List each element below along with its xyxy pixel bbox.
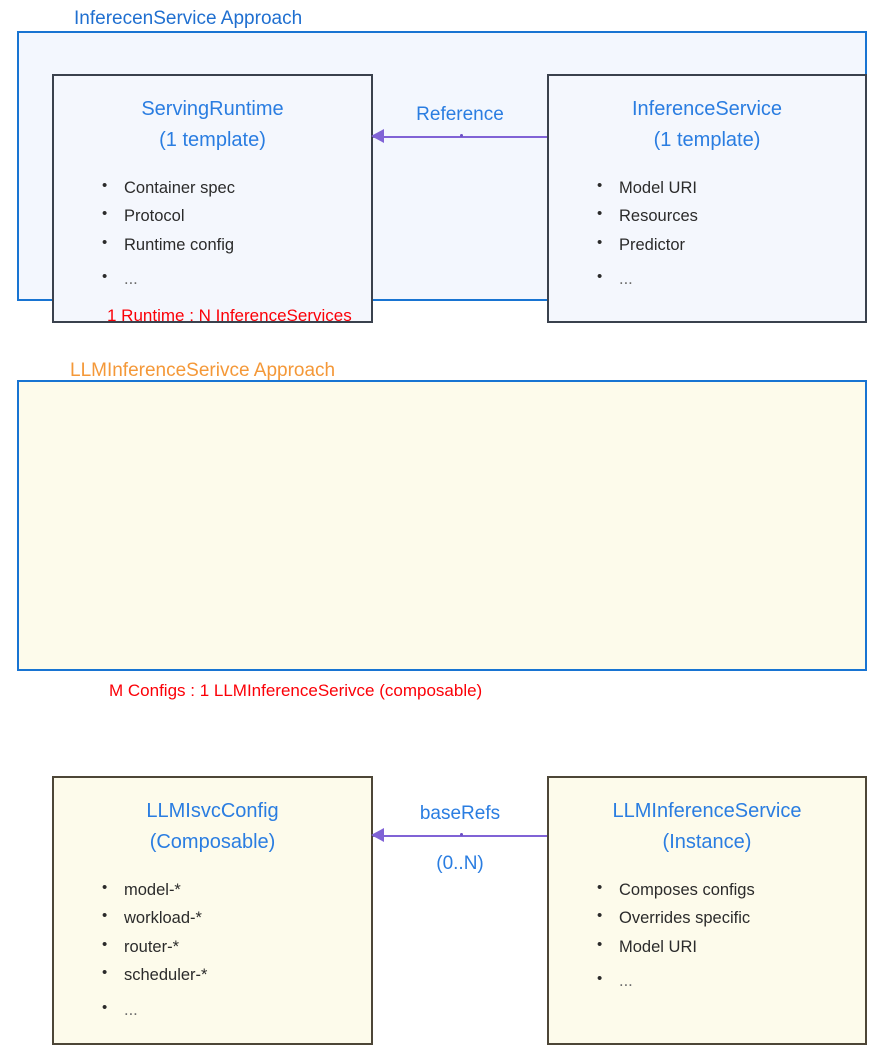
- llmisvcconfig-title: LLMIsvcConfig: [146, 800, 279, 822]
- list-item: Protocol: [100, 201, 371, 230]
- inferenceservice-heading: InferenceService (1 template): [549, 76, 865, 156]
- reference-label: Reference: [416, 104, 504, 125]
- llmisvcconfig-subtitle: (Composable): [149, 831, 276, 853]
- bottom-section-title: LLMInferenceSerivce Approach: [70, 360, 336, 381]
- inferenceservice-feature-list: Model URI Resources Predictor ...: [549, 156, 865, 294]
- list-item: ...: [595, 259, 865, 293]
- llminferenceservice-feature-list: Composes configs Overrides specific Mode…: [549, 858, 865, 996]
- reference-connector: Reference: [371, 93, 547, 153]
- inferenceservice-title: InferenceService: [631, 98, 783, 120]
- architecture-comparison-diagram: InferecenService Approach ServingRuntime…: [0, 0, 884, 711]
- llmisvcconfig-feature-list: model-* workload-* router-* scheduler-* …: [54, 858, 371, 1024]
- baserefs-connector: baseRefs (0..N): [371, 792, 547, 873]
- list-item: ...: [100, 259, 371, 293]
- list-item: Resources: [595, 201, 865, 230]
- list-item: workload-*: [100, 903, 371, 932]
- list-item: Predictor: [595, 230, 865, 259]
- list-item: Overrides specific: [595, 903, 865, 932]
- llminferenceservice-entity-box: LLMInferenceService (Instance) Composes …: [547, 776, 867, 1045]
- llminferenceservice-heading: LLMInferenceService (Instance): [549, 778, 865, 858]
- left-arrow-icon: [371, 129, 384, 143]
- list-item: Model URI: [595, 932, 865, 961]
- inferenceservice-approach-panel: ServingRuntime (1 template) Container sp…: [17, 31, 867, 323]
- inferenceservice-subtitle: (1 template): [653, 129, 761, 151]
- inferenceservice-entity-box: InferenceService (1 template) Model URI …: [547, 74, 867, 323]
- list-item: ...: [100, 990, 371, 1024]
- top-section-title: InferecenService Approach: [74, 8, 303, 29]
- llmisvcconfig-heading: LLMIsvcConfig (Composable): [54, 778, 371, 858]
- llminferenceservice-title: LLMInferenceService: [612, 800, 802, 822]
- servingruntime-subtitle: (1 template): [159, 129, 266, 151]
- servingruntime-feature-list: Container spec Protocol Runtime config .…: [54, 156, 371, 294]
- list-item: model-*: [100, 875, 371, 904]
- llmisvcconfig-entity-box: LLMIsvcConfig (Composable) model-* workl…: [52, 776, 373, 1045]
- list-item: ...: [595, 961, 865, 995]
- list-item: Composes configs: [595, 875, 865, 904]
- servingruntime-heading: ServingRuntime (1 template): [54, 76, 371, 156]
- baserefs-label: baseRefs: [419, 803, 501, 824]
- connector-midpoint-dot: [460, 833, 463, 836]
- connector-midpoint-dot: [460, 134, 463, 137]
- baserefs-cardinality: (0..N): [436, 853, 484, 874]
- left-arrow-icon: [371, 828, 384, 842]
- servingruntime-entity-box: ServingRuntime (1 template) Container sp…: [52, 74, 373, 323]
- llminferenceservice-subtitle: (Instance): [662, 831, 752, 853]
- list-item: router-*: [100, 932, 371, 961]
- connector-line: [373, 136, 547, 138]
- bottom-section-caption: M Configs : 1 LLMInferenceSerivce (compo…: [109, 681, 483, 700]
- list-item: Container spec: [100, 173, 371, 202]
- top-section-caption: 1 Runtime : N InferenceServices: [107, 306, 352, 325]
- list-item: scheduler-*: [100, 960, 371, 989]
- llminferenceservice-approach-panel: LLMIsvcConfig (Composable) model-* workl…: [17, 380, 867, 1045]
- servingruntime-title: ServingRuntime: [141, 98, 284, 120]
- list-item: Model URI: [595, 173, 865, 202]
- list-item: Runtime config: [100, 230, 371, 259]
